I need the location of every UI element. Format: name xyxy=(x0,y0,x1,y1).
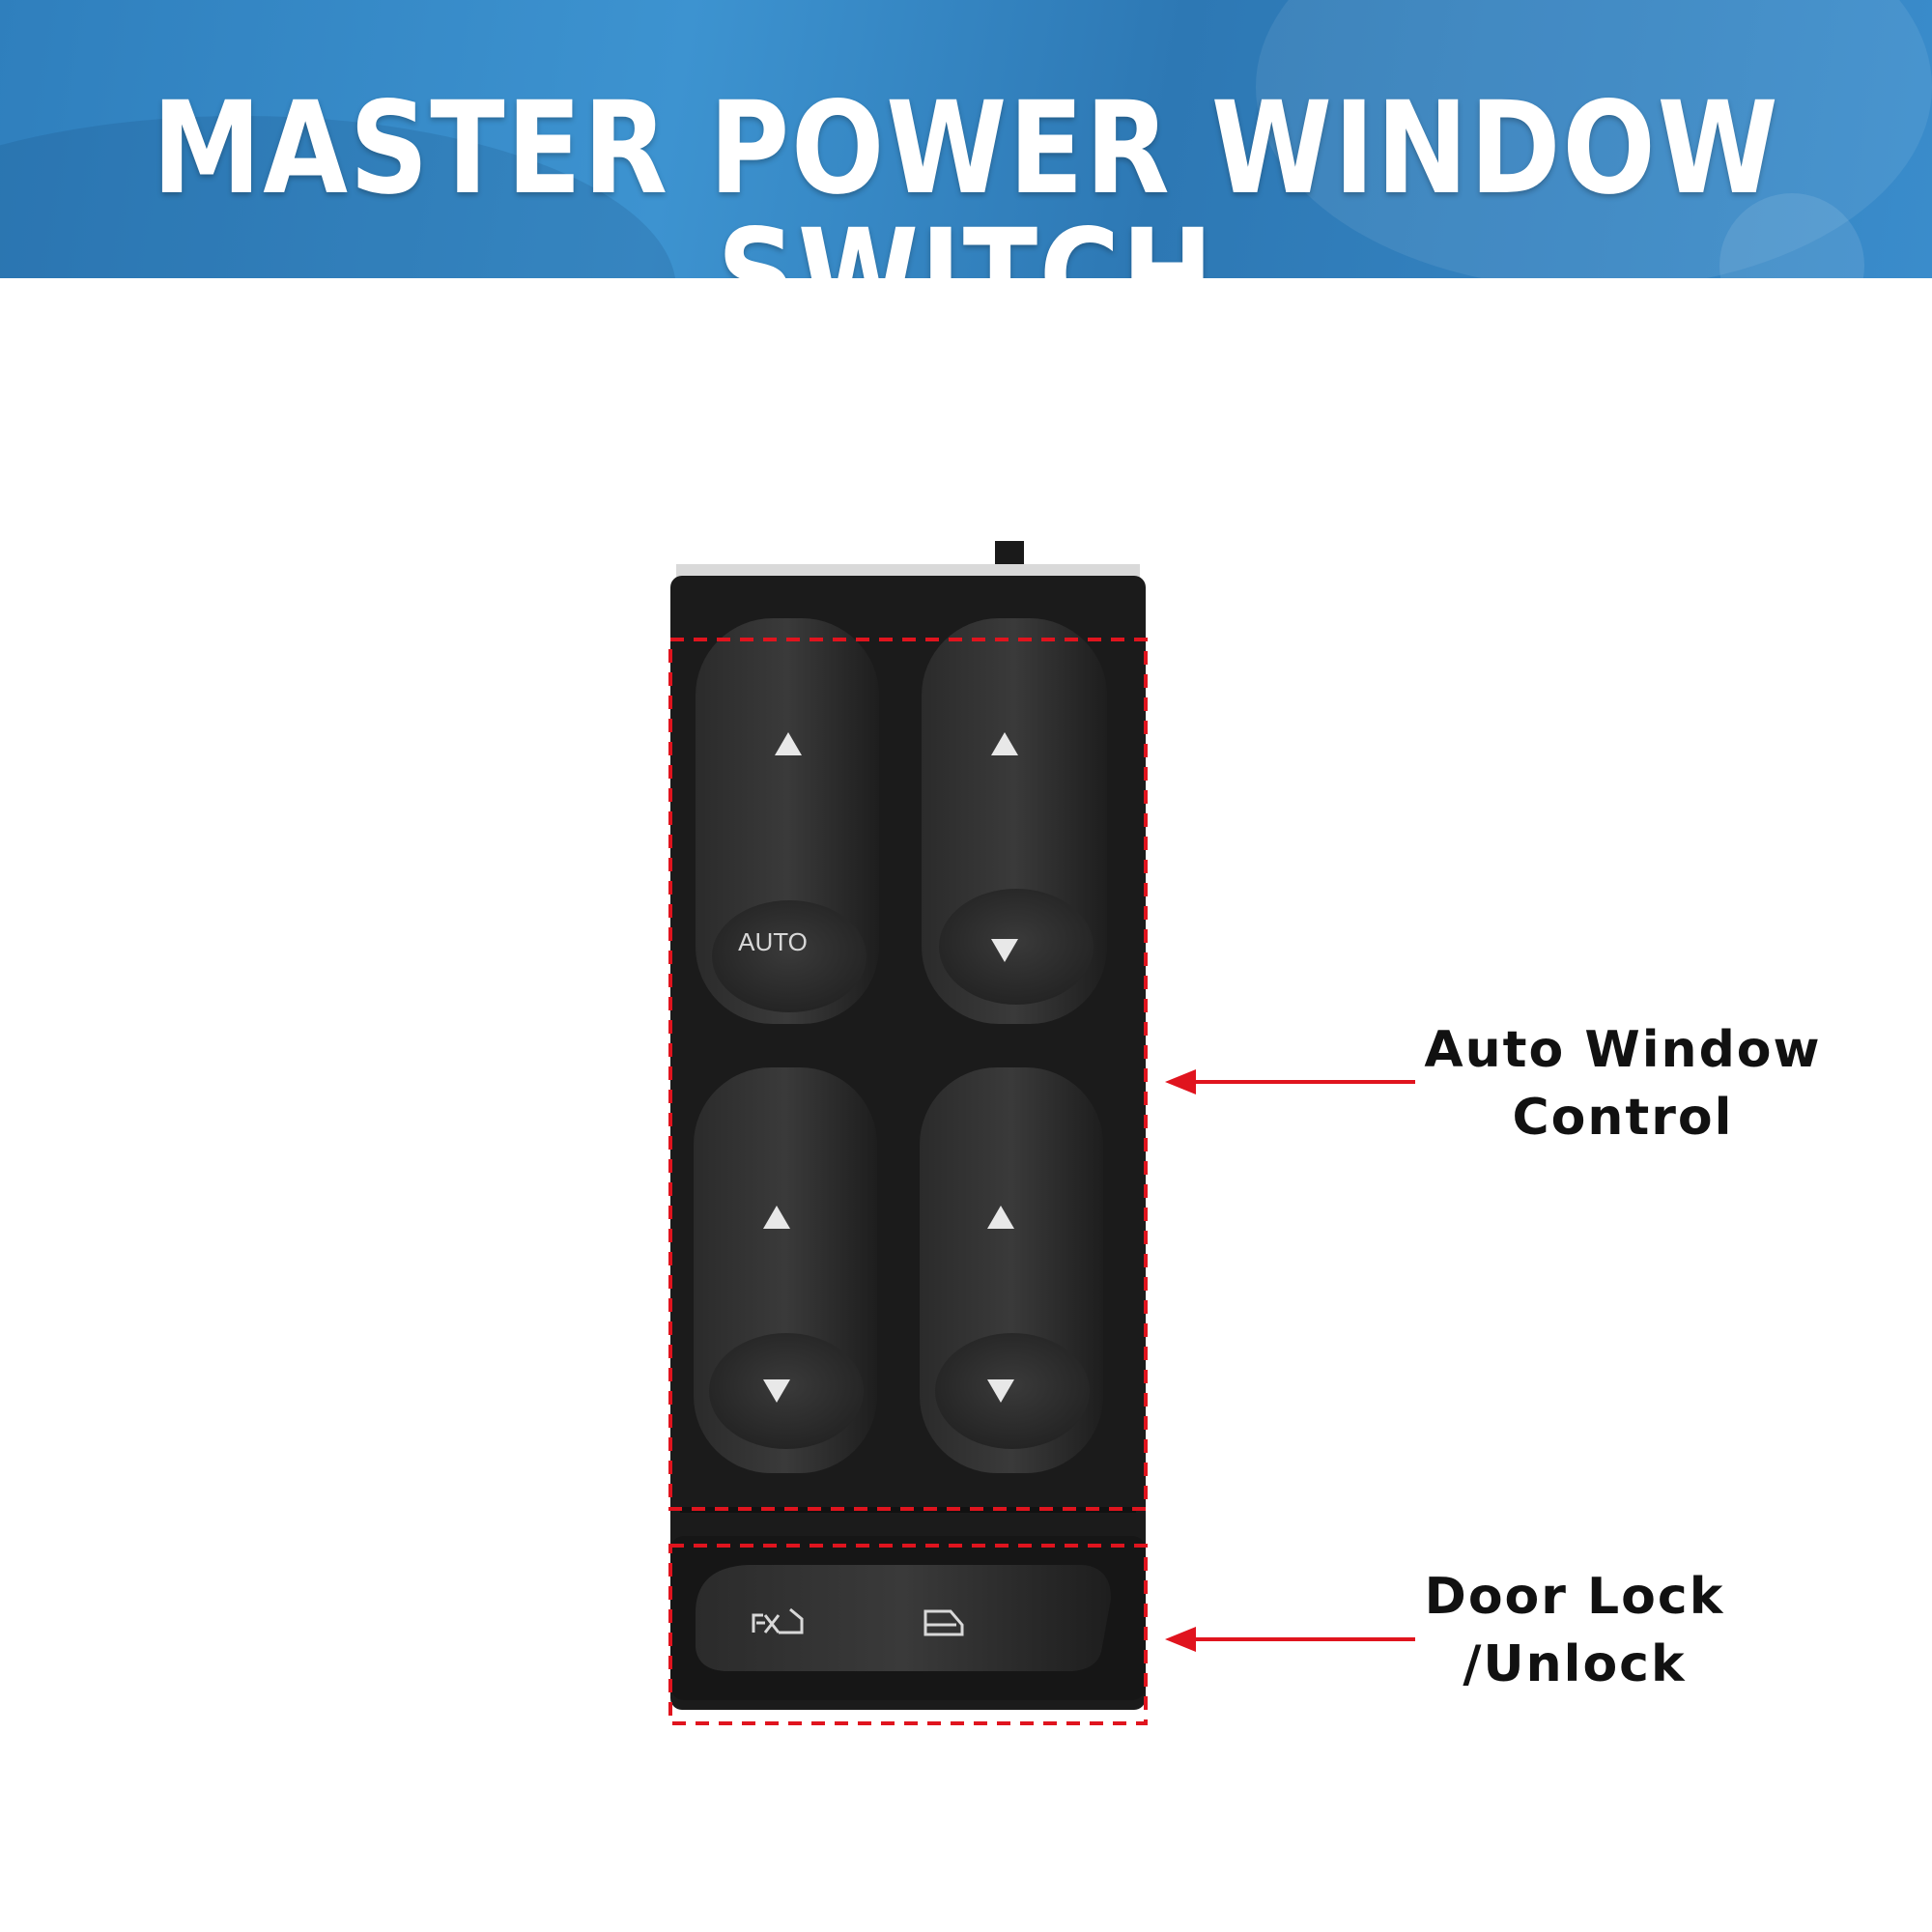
down-triangle-icon xyxy=(987,1379,1014,1403)
up-triangle-icon xyxy=(763,1206,790,1229)
banner-decoration xyxy=(1256,0,1932,278)
power-window-switch-image: AUTO xyxy=(668,541,1148,1725)
up-triangle-icon xyxy=(775,732,802,755)
down-triangle-icon xyxy=(763,1379,790,1403)
door-lock-icon xyxy=(923,1609,964,1636)
auto-window-label-line2: Control xyxy=(1512,1089,1734,1147)
down-triangle-icon xyxy=(991,939,1018,962)
auto-label: AUTO xyxy=(738,927,808,956)
auto-window-arrow xyxy=(1165,1069,1415,1094)
door-unlock-icon xyxy=(752,1607,804,1634)
door-lock-switch[interactable] xyxy=(670,1536,1146,1700)
rear-left-window-switch[interactable] xyxy=(694,1067,877,1473)
auto-window-highlight-box xyxy=(668,638,1148,1511)
up-triangle-icon xyxy=(991,732,1018,755)
door-lock-label-line2: /Unlock xyxy=(1463,1635,1687,1693)
door-lock-highlight-box xyxy=(668,1544,1148,1725)
door-lock-arrow xyxy=(1165,1627,1415,1652)
door-lock-label: Door Lock /Unlock xyxy=(1410,1563,1739,1698)
up-triangle-icon xyxy=(987,1206,1014,1229)
header-banner: MASTER POWER WINDOW SWITCH xyxy=(0,0,1932,278)
rear-right-window-switch[interactable] xyxy=(920,1067,1103,1473)
front-left-window-switch[interactable]: AUTO xyxy=(696,618,879,1024)
auto-window-control-label: Auto Window Control xyxy=(1420,1016,1826,1151)
door-lock-label-line1: Door Lock xyxy=(1424,1568,1725,1626)
auto-window-label-line1: Auto Window xyxy=(1424,1021,1822,1079)
page-title: MASTER POWER WINDOW SWITCH xyxy=(152,74,1780,278)
front-right-window-switch[interactable] xyxy=(922,618,1107,1024)
